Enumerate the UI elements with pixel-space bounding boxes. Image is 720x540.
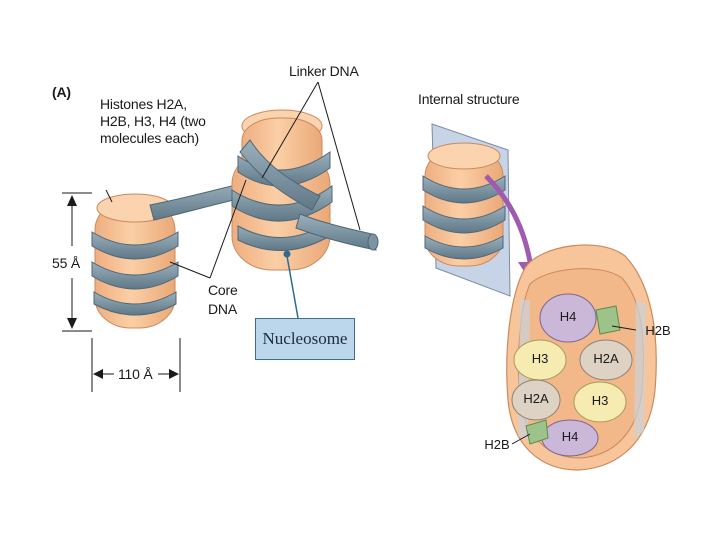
- h4-bottom-label: H4: [561, 429, 579, 444]
- zoom-arrow: [484, 174, 533, 263]
- linker-dna-strand-2: [295, 213, 377, 251]
- small-dna-wrap-3: [424, 235, 504, 260]
- h3-right-label: H3: [591, 393, 609, 408]
- panel-label: (A): [52, 84, 71, 100]
- linker-leader-1: [261, 81, 319, 179]
- cutaway-dna-band-right: [634, 300, 646, 438]
- width-arrow-left: [93, 369, 103, 379]
- h2b-right-leader: [611, 325, 637, 331]
- linker-leader-2: [317, 81, 361, 231]
- core-leader-2: [209, 179, 247, 279]
- left-dna-wrap-2: [91, 261, 179, 290]
- histones-leader: [105, 189, 113, 203]
- histones-label-line2: H2B, H3, H4 (two: [100, 113, 206, 129]
- nucleosome-pointer-line: [286, 255, 299, 319]
- core-leader-1: [169, 261, 211, 279]
- left-dna-wrap-1: [91, 231, 179, 260]
- nucleosome-pointer-dot: [283, 250, 291, 258]
- internal-structure-small: [422, 123, 511, 297]
- h3-left-label: H3: [531, 351, 549, 366]
- nucleosome-label: Nucleosome: [262, 329, 348, 348]
- height-dimension-label: 55 Å: [52, 255, 80, 271]
- middle-dna-crossing: [239, 139, 321, 211]
- leader-lines: [105, 81, 361, 319]
- middle-nucleosome: [231, 109, 333, 271]
- histone-h2b-right: [595, 305, 621, 335]
- width-dimension-label: 110 Å: [118, 366, 153, 382]
- h2b-right-label: H2B: [645, 323, 671, 338]
- linker-dna-label: Linker DNA: [289, 63, 359, 79]
- small-histone-top: [427, 142, 501, 170]
- h2b-left-leader: [511, 433, 531, 445]
- internal-structure-label: Internal structure: [418, 91, 520, 107]
- histone-h3-right: [573, 381, 627, 423]
- h2b-left-label: H2B: [484, 437, 510, 452]
- height-arrow-up: [67, 195, 77, 206]
- linker-dna-end: [367, 233, 379, 251]
- core-dna-label-line2: DNA: [208, 301, 237, 317]
- h2a-right-label: H2A: [593, 351, 619, 366]
- middle-dna-wrap-2: [231, 185, 333, 222]
- height-arrow-down: [67, 318, 77, 329]
- small-dna-wrap-2: [422, 205, 506, 234]
- left-dna-wrap-3: [93, 291, 177, 316]
- histone-h4-top: [539, 293, 597, 343]
- width-arrow-right: [169, 369, 179, 379]
- histone-h2b-left: [525, 419, 549, 445]
- core-dna-label-line1: Core: [208, 282, 238, 298]
- histones-label-line3: molecules each): [100, 130, 199, 146]
- width-dimension: [91, 338, 181, 392]
- histone-h2a-right: [579, 339, 633, 381]
- nucleosome-label-box: Nucleosome: [255, 318, 355, 360]
- histone-core-cutaway: [506, 244, 657, 471]
- h4-top-label: H4: [559, 309, 577, 324]
- histones-label-line1: Histones H2A,: [100, 96, 187, 112]
- small-dna-wrap-1: [422, 175, 506, 204]
- h2a-left-label: H2A: [523, 391, 549, 406]
- histone-h2a-left: [511, 379, 561, 421]
